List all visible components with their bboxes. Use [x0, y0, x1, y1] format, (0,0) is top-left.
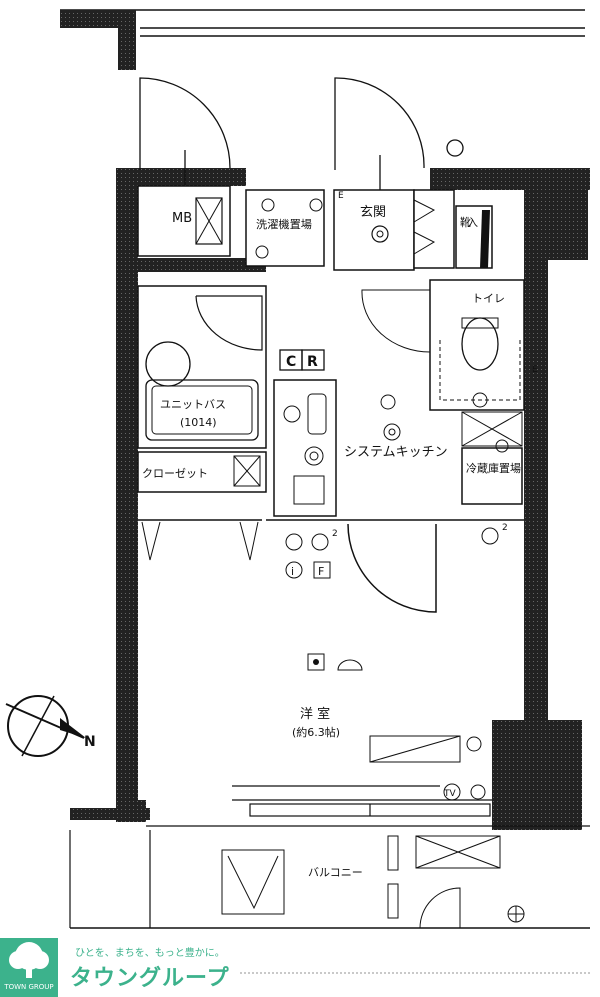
drain-icon [261, 198, 275, 212]
outer-walls [70, 168, 590, 830]
intercom-icon [446, 139, 464, 157]
kitchen-light-icon [380, 394, 396, 410]
unit-bath-label: ユニットバス [160, 398, 226, 411]
laundry-label: 洗濯機置場 [256, 217, 312, 231]
western-room-label: 洋 室 [300, 706, 330, 722]
toilet-label: トイレ [472, 292, 505, 305]
info-i-label: i [291, 565, 294, 578]
outlet-icon [309, 198, 323, 212]
footer: TOWN GROUP ひとを、まちを、もっと豊かに。 タウングループ [0, 938, 600, 997]
mb-label: MB [172, 211, 192, 226]
fridge-area: 冷蔵庫置場 [461, 411, 523, 505]
kitchen: C R システムキッチン [273, 289, 448, 517]
brand-logo: TOWN GROUP [0, 938, 58, 997]
balcony-label: バルコニー [308, 866, 363, 879]
ceiling-light-icon [337, 659, 363, 671]
tv-label: TV [443, 789, 456, 799]
unit-bath: ユニットバス (1014) [137, 285, 267, 449]
window-sash [146, 785, 590, 827]
light-icon [371, 225, 389, 243]
toilet-room: トイレ E [429, 279, 538, 411]
e-mark-toilet: E [532, 365, 538, 375]
closet-label: クローゼット [142, 467, 208, 480]
e-mark-entrance: E [338, 191, 344, 201]
north-label: N [84, 734, 96, 750]
shoe-box-label: 靴入 [460, 215, 478, 229]
closet: クローゼット [137, 451, 267, 561]
shoe-box: 靴入 [413, 189, 493, 269]
burner-icon [283, 405, 301, 423]
entrance-area: 玄関 E [333, 189, 415, 271]
sup-2-room: 2 [502, 523, 508, 533]
cr-r-label: R [307, 354, 318, 370]
tree-icon [9, 942, 49, 978]
tagline: ひとを、まちを、もっと豊かに。 [75, 948, 225, 959]
sup-2-kitchen: 2 [332, 529, 338, 539]
footer-divider [240, 972, 590, 978]
top-corridor [60, 9, 585, 70]
mb-box: MB [137, 185, 231, 257]
kitchen-fan-icon [383, 423, 401, 441]
cr-c-label: C [286, 354, 296, 370]
logo-text: TOWN GROUP [4, 983, 54, 991]
info-f-label: F [318, 565, 324, 578]
outlet-double-icon [311, 533, 329, 551]
compass-icon: N [5, 695, 96, 757]
brand-name: タウングループ [70, 966, 230, 991]
sensor-icon [285, 533, 303, 551]
fridge-outlet-icon [495, 439, 509, 453]
balcony: バルコニー [69, 830, 590, 929]
info-icons: 2 i F 2 [285, 523, 508, 579]
kitchen-label: システムキッチン [344, 445, 448, 460]
partitions [266, 519, 524, 613]
fridge-label: 冷蔵庫置場 [466, 461, 521, 475]
faucet-icon [255, 245, 269, 259]
unit-bath-size: (1014) [180, 416, 217, 429]
western-room: 洋 室 (約6.3帖) TV [292, 653, 486, 801]
western-room-size: (約6.3帖) [292, 725, 340, 739]
top-doors [139, 77, 464, 190]
laundry-area: 洗濯機置場 [245, 189, 325, 267]
outlet-room-icon [481, 527, 499, 545]
entrance-label: 玄関 [360, 205, 386, 220]
stove-icon [304, 446, 324, 466]
